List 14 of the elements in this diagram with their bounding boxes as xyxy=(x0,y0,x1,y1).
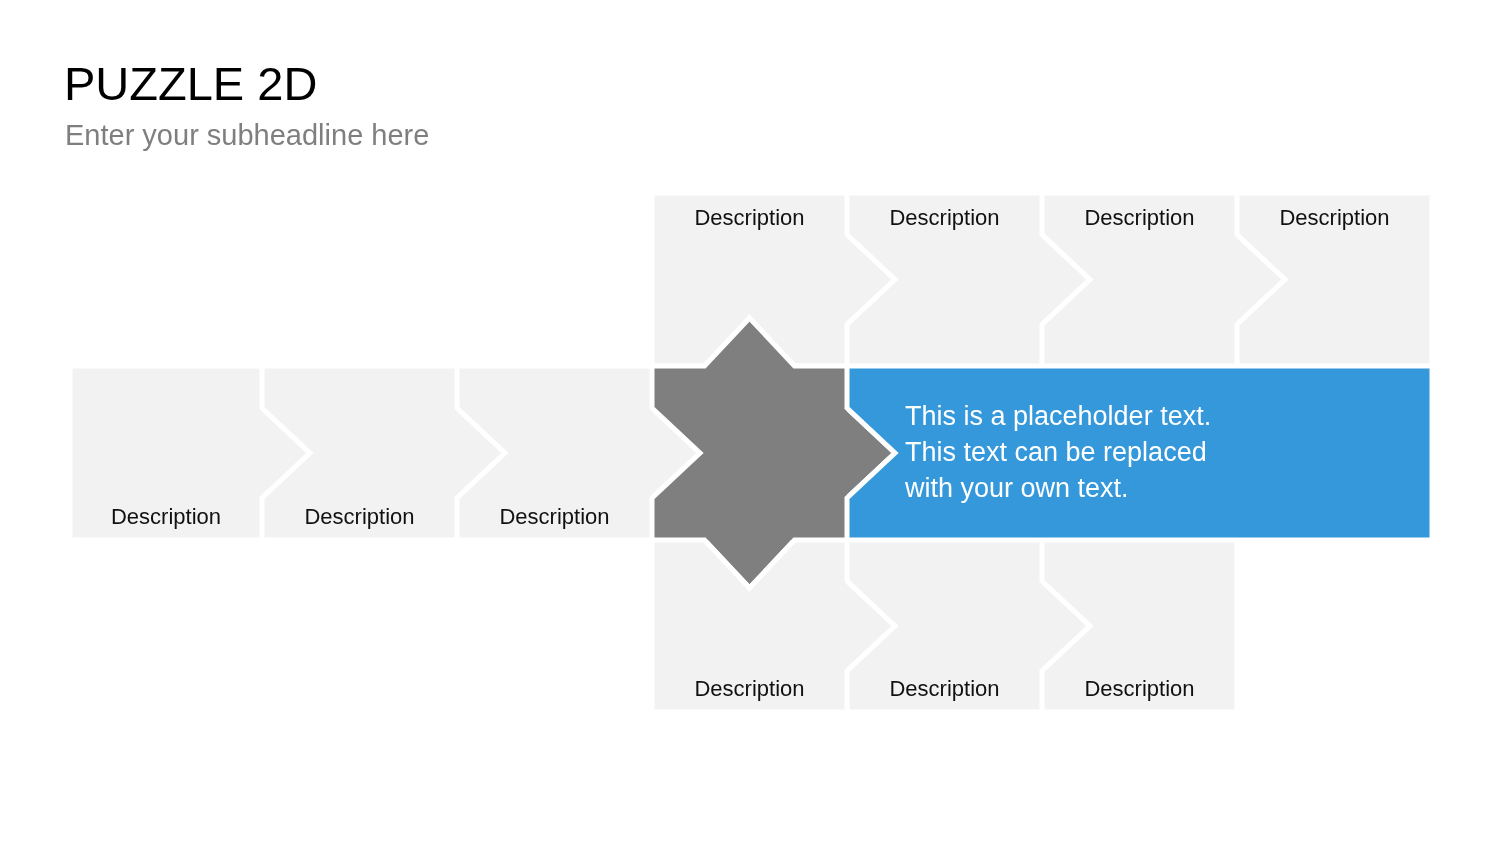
description-text: Description xyxy=(694,205,805,232)
description-text: Description xyxy=(1279,205,1390,232)
description-text: Description xyxy=(1084,675,1195,702)
description-text: Description xyxy=(499,503,610,530)
description-text: Description xyxy=(1084,205,1195,232)
slide-title: PUZZLE 2D xyxy=(64,58,318,110)
puzzle-piece xyxy=(847,366,1432,540)
placeholder-text: This is a placeholder text. This text can be replaced with your own text. xyxy=(905,400,1213,505)
description-text: Description xyxy=(694,675,805,702)
description-text: Description xyxy=(889,205,1000,232)
description-text: Description xyxy=(304,503,415,530)
subheadline: Enter your subheadline here xyxy=(65,118,430,153)
description-text: Description xyxy=(110,503,221,530)
description-text: Description xyxy=(889,675,1000,702)
